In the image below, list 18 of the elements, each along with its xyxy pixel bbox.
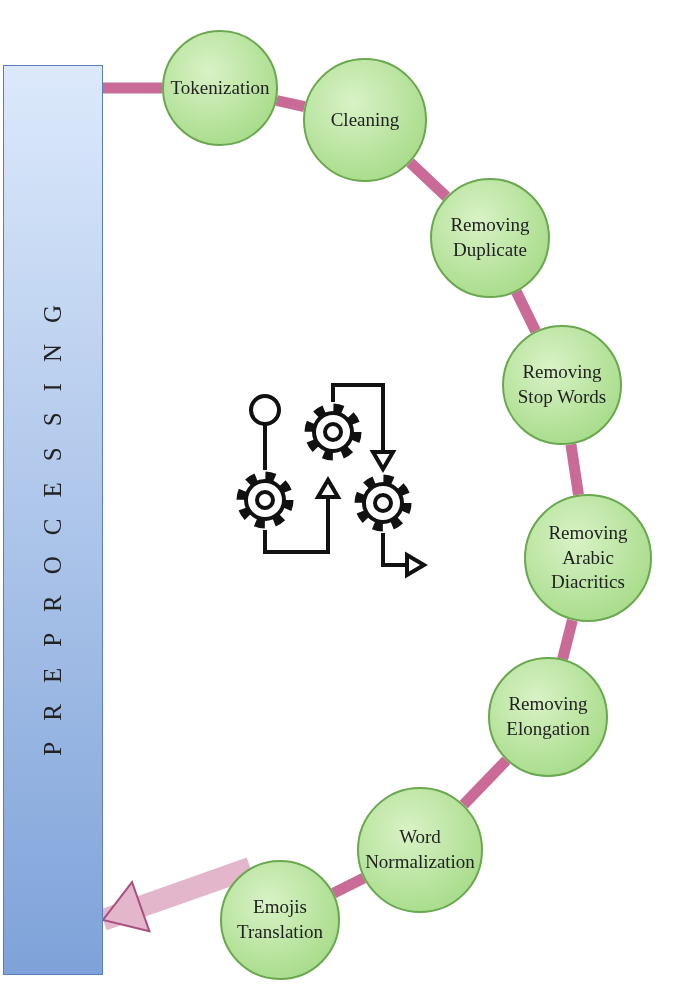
connector-bar	[406, 158, 451, 201]
step-label: Removing Arabic Diacritics	[547, 520, 629, 595]
connector-bar	[565, 443, 584, 496]
vertical-title: PREPROCESSING	[39, 284, 67, 756]
connector-bar	[275, 95, 306, 112]
step-label: Word Normalization	[364, 825, 476, 874]
step-label: Emojis Translation	[236, 895, 324, 944]
connector-bar	[331, 873, 367, 899]
connector-bar	[103, 82, 162, 94]
step-label: Cleaning	[329, 107, 401, 132]
step-label: Tokenization	[169, 75, 271, 100]
step-label: Removing Stop Words	[516, 360, 608, 409]
connector-bar	[459, 756, 511, 809]
step-label: Removing Duplicate	[449, 213, 531, 262]
connector-bar	[511, 289, 541, 334]
connector-bar	[557, 618, 578, 661]
step-label: Removing Elongation	[505, 692, 591, 741]
side-bar	[3, 65, 103, 975]
